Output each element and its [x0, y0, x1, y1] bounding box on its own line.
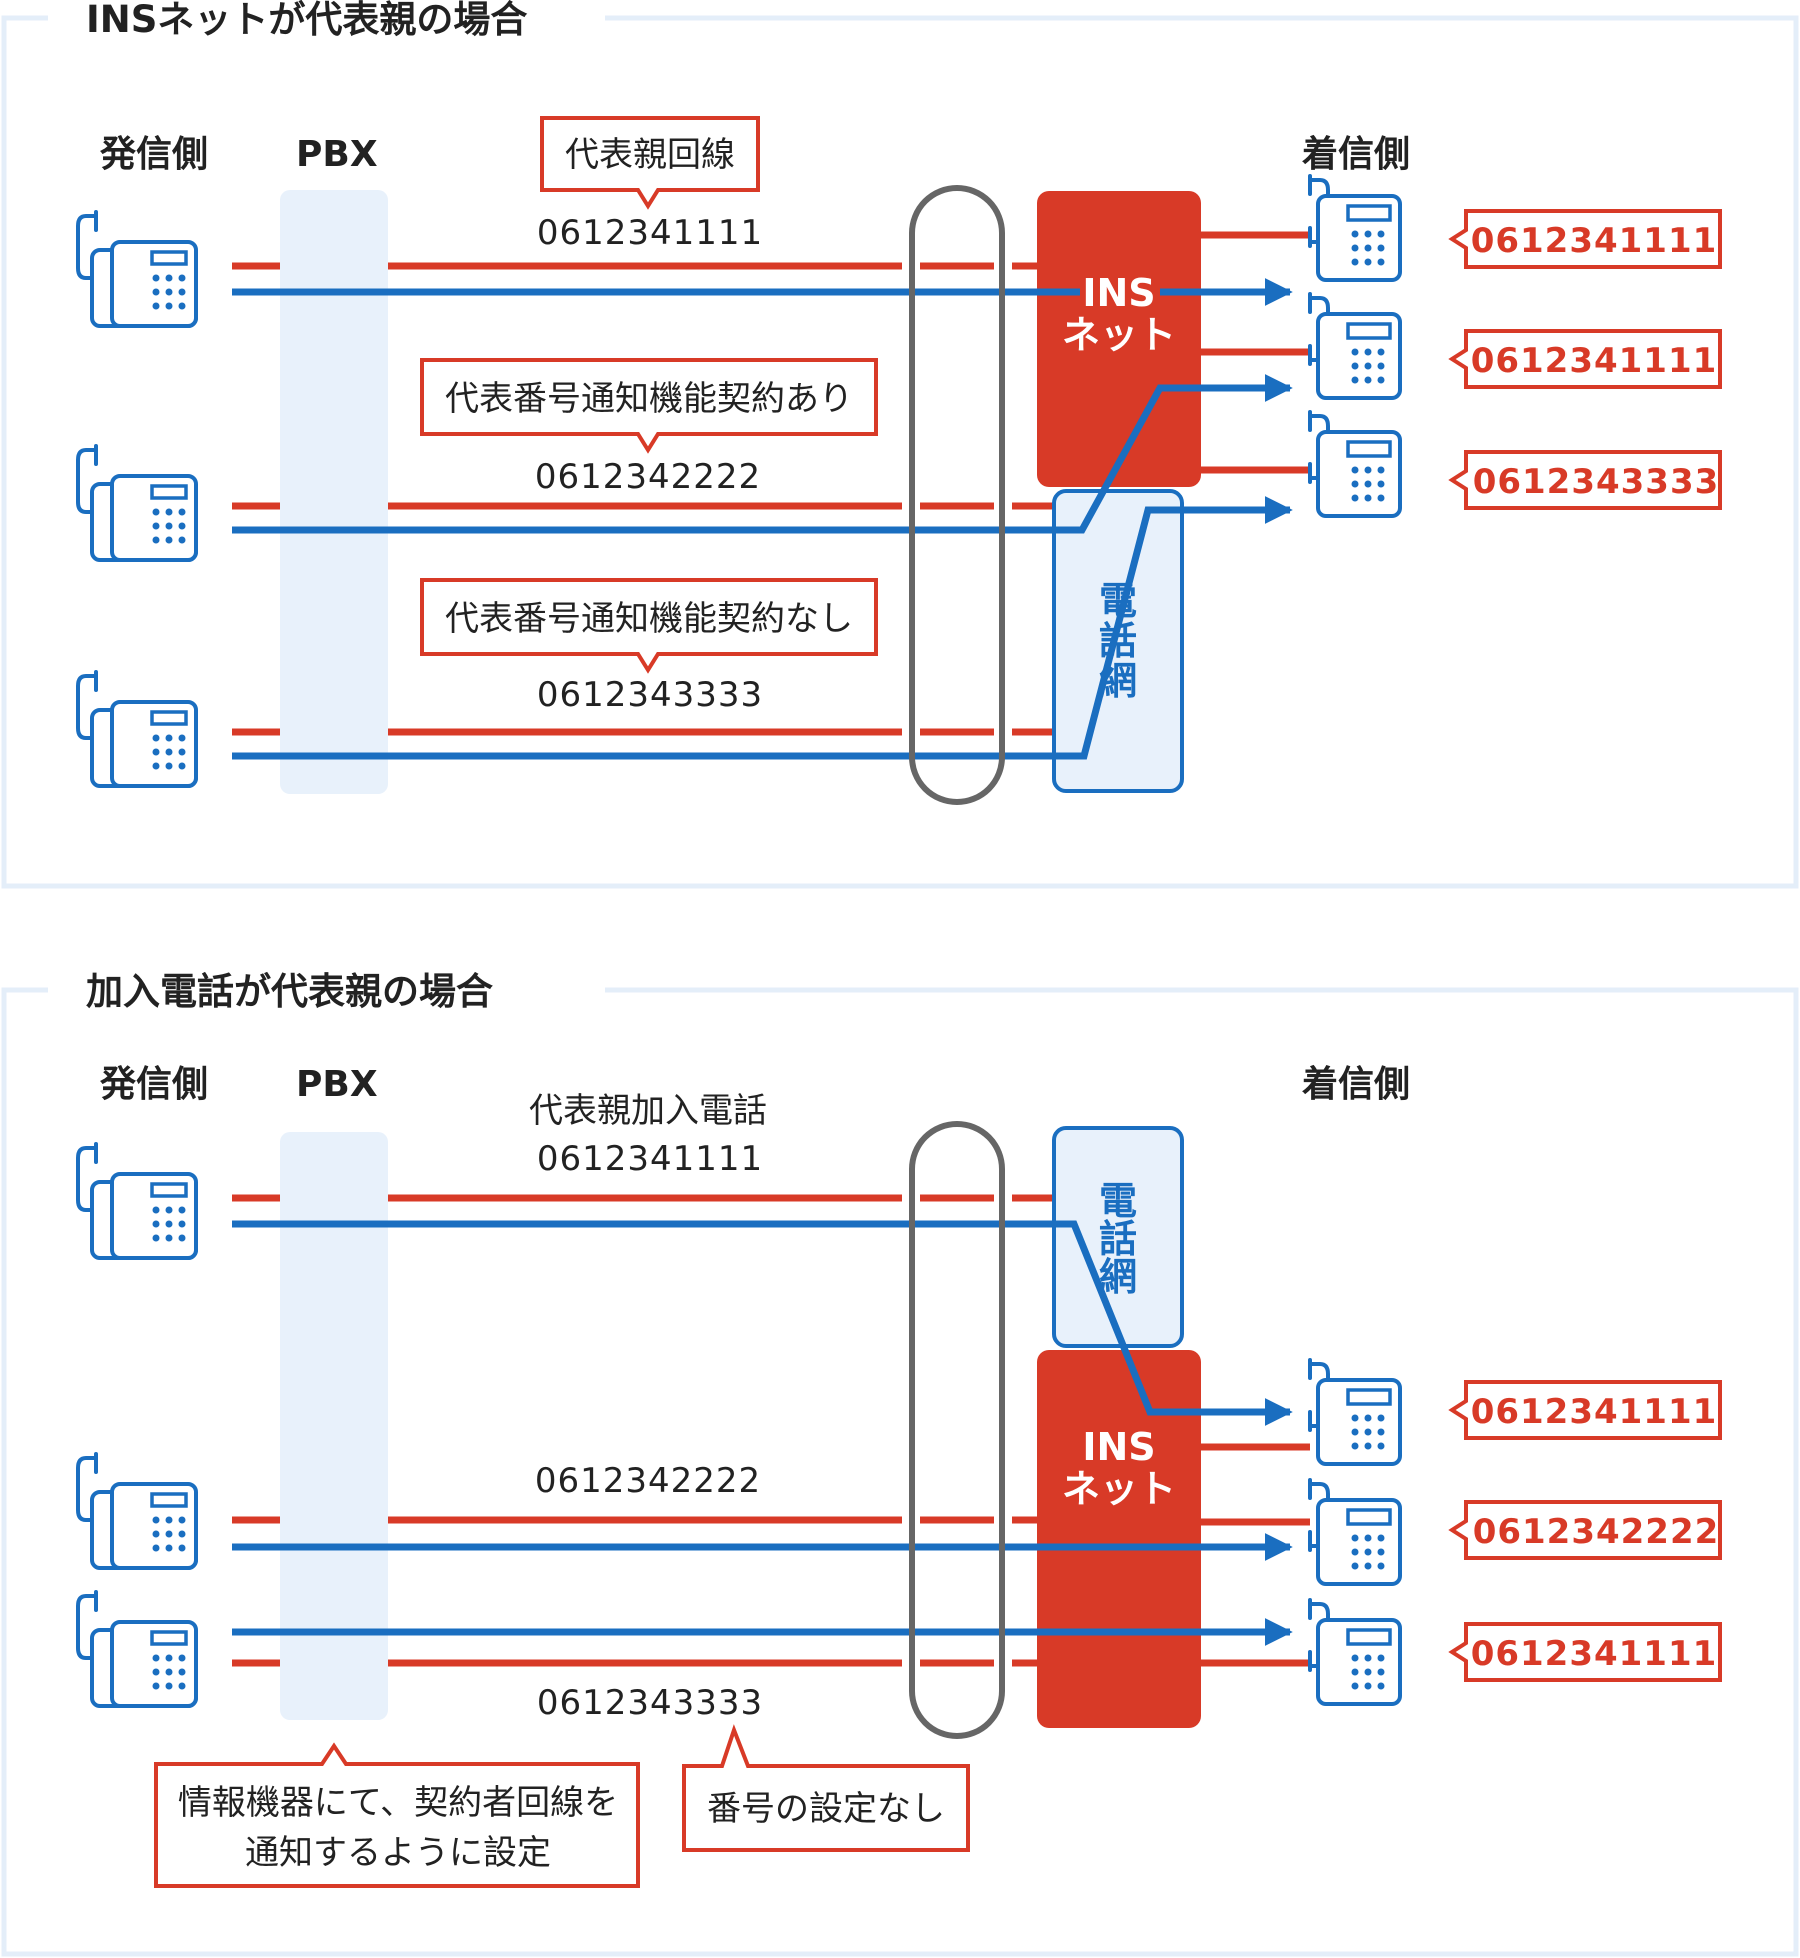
bottom-display-number-3: 0612341111 — [1471, 1634, 1718, 1674]
top-callee-phone-2 — [1308, 292, 1402, 400]
top-notify-no-label: 代表番号通知機能契約なし — [445, 599, 853, 639]
top-display-tag-2: 0612341111 — [1448, 329, 1722, 389]
bottom-caller-phone-3 — [76, 1590, 198, 1708]
bottom-callee-phone-2 — [1308, 1478, 1402, 1586]
bottom-caller-phone-1 — [76, 1142, 198, 1260]
top-notify-yes-label: 代表番号通知機能契約あり — [445, 379, 853, 419]
bottom-phone-network-box — [1052, 1126, 1184, 1348]
bottom-pbx-label: PBX — [296, 1064, 378, 1105]
top-phone-network-box — [1052, 489, 1184, 793]
bottom-blue-lines — [232, 1220, 1293, 1646]
top-caller-phone-2 — [76, 444, 198, 562]
top-bundle-loop — [909, 185, 1005, 805]
top-ins-label-2: ネット — [1062, 313, 1176, 357]
bottom-panel: 加入電話が代表親の場合 発信側 PBX 着信側 代表親加入電話 06123411… — [1, 970, 1799, 1957]
top-ins-net-box — [1037, 191, 1201, 487]
bottom-display-number-2: 0612342222 — [1473, 1512, 1720, 1552]
top-line3-number: 0612343333 — [537, 675, 763, 715]
bottom-ins-label-2: ネット — [1062, 1467, 1176, 1511]
top-pbx-label: PBX — [296, 134, 378, 175]
top-line2-number: 0612342222 — [535, 457, 761, 497]
bottom-phonenet-label-2: 話 — [1099, 1217, 1137, 1261]
bottom-display-number-1: 0612341111 — [1471, 1392, 1718, 1432]
bottom-pbx-note-line1: 情報機器にて、契約者回線を — [178, 1783, 618, 1823]
bottom-display-tag-2: 0612342222 — [1448, 1500, 1722, 1560]
top-phonenet-label-1: 電 — [1099, 579, 1137, 623]
bottom-callee-phone-1 — [1308, 1358, 1402, 1466]
bottom-pbx-note-callout: 情報機器にて、契約者回線を 通知するように設定 — [154, 1742, 640, 1888]
bottom-ins-net-box — [1037, 1350, 1201, 1728]
top-rep-line-callout: 代表親回線 — [540, 116, 760, 210]
top-display-number-2: 0612341111 — [1471, 341, 1718, 381]
top-rep-line-label: 代表親回線 — [565, 135, 735, 175]
bottom-ins-label-1: INS — [1082, 1425, 1155, 1469]
top-caller-label: 発信側 — [100, 134, 208, 175]
bottom-callee-label: 着信側 — [1302, 1064, 1410, 1105]
top-pbx-box — [280, 190, 388, 794]
bottom-rep-parent-label: 代表親加入電話 — [529, 1091, 767, 1131]
top-caller-phone-3 — [76, 670, 198, 788]
bottom-red-lines — [232, 1194, 1310, 1667]
bottom-line2-number: 0612342222 — [535, 1461, 761, 1501]
bottom-line1-number: 0612341111 — [537, 1139, 763, 1179]
bottom-line3-number: 0612343333 — [537, 1683, 763, 1723]
bottom-display-tag-1: 0612341111 — [1448, 1380, 1722, 1440]
top-display-tag-1: 0612341111 — [1448, 209, 1722, 269]
top-ins-label-1: INS — [1082, 271, 1155, 315]
top-blue-lines — [232, 278, 1293, 760]
top-notify-no-callout: 代表番号通知機能契約なし — [420, 578, 878, 674]
bottom-caller-phone-2 — [76, 1452, 198, 1570]
top-line1-number: 0612341111 — [537, 213, 763, 253]
top-caller-phone-1 — [76, 210, 198, 328]
top-display-number-1: 0612341111 — [1471, 221, 1718, 261]
bottom-caller-label: 発信側 — [100, 1064, 208, 1105]
bottom-display-tag-3: 0612341111 — [1448, 1622, 1722, 1682]
top-display-tag-3: 0612343333 — [1448, 450, 1722, 510]
top-callee-phone-3 — [1308, 410, 1402, 518]
top-phonenet-label-3: 網 — [1099, 659, 1137, 703]
bottom-pbx-box — [280, 1132, 388, 1720]
top-callee-phone-1 — [1308, 174, 1402, 282]
top-red-lines — [232, 231, 1310, 736]
bottom-phonenet-label-3: 網 — [1099, 1255, 1137, 1299]
bottom-callee-phone-3 — [1308, 1598, 1402, 1706]
top-phonenet-label-2: 話 — [1099, 619, 1137, 663]
top-panel: INSネットが代表親の場合 発信側 PBX 着信側 INS — [1, 0, 1799, 889]
top-callee-label: 着信側 — [1302, 134, 1410, 175]
bottom-bundle-loop — [909, 1121, 1005, 1739]
bottom-no-setting-label: 番号の設定なし — [707, 1789, 945, 1829]
top-display-number-3: 0612343333 — [1473, 462, 1720, 502]
bottom-no-setting-callout: 番号の設定なし — [682, 1724, 970, 1852]
top-notify-yes-callout: 代表番号通知機能契約あり — [420, 358, 878, 454]
top-title: INSネットが代表親の場合 — [86, 0, 527, 41]
bottom-pbx-note-line2: 通知するように設定 — [245, 1833, 551, 1873]
bottom-title: 加入電話が代表親の場合 — [86, 970, 493, 1013]
bottom-phonenet-label-1: 電 — [1099, 1179, 1137, 1223]
